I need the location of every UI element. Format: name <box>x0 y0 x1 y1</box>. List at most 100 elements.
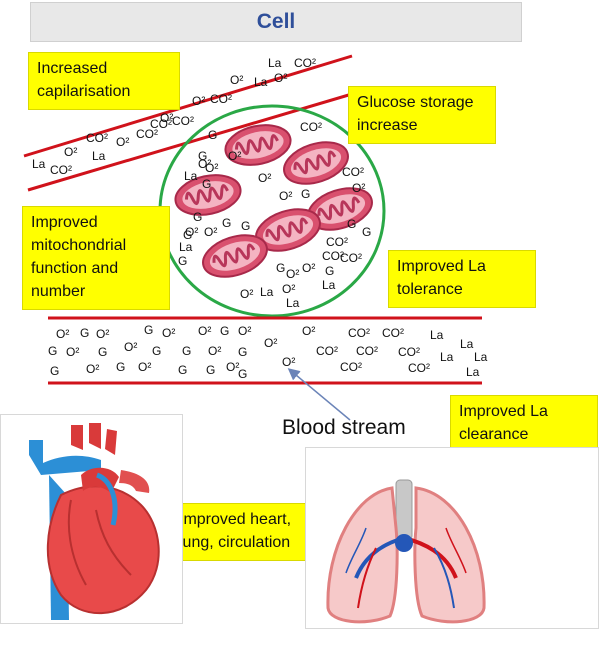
molecule-lactate: La <box>260 285 274 299</box>
molecule-glucose: G <box>206 363 216 377</box>
molecule-oxygen: O² <box>282 282 296 296</box>
molecule-co2: CO² <box>210 92 232 106</box>
molecule-oxygen: O² <box>274 71 288 85</box>
molecule-oxygen: O² <box>192 94 206 108</box>
molecule-oxygen: O² <box>64 145 78 159</box>
blood-stream-arrow <box>287 368 351 421</box>
cell-title: Cell <box>30 2 522 42</box>
molecule-lactate: La <box>430 328 444 342</box>
label-glucose-storage: Glucose storage increase <box>348 86 496 144</box>
molecule-glucose: G <box>238 345 248 359</box>
label-capillarisation: Increased capilarisation <box>28 52 180 110</box>
molecule-oxygen: O² <box>198 157 212 171</box>
molecule-co2: CO² <box>300 120 322 134</box>
label-la-tolerance: Improved La tolerance <box>388 250 536 308</box>
molecule-oxygen: O² <box>162 326 176 340</box>
molecule-glucose: G <box>301 187 311 201</box>
molecule-glucose: G <box>178 363 188 377</box>
molecule-glucose: G <box>238 367 248 381</box>
molecule-lactate: La <box>92 149 106 163</box>
molecule-oxygen: O² <box>86 362 100 376</box>
molecule-oxygen: O² <box>279 189 293 203</box>
molecule-glucose: G <box>48 344 58 358</box>
molecule-co2: CO² <box>356 344 378 358</box>
molecule-co2: CO² <box>408 361 430 375</box>
molecule-lactate: La <box>268 56 282 70</box>
molecule-glucose: G <box>198 149 208 163</box>
label-mitochondria: Improved mitochondrial function and numb… <box>22 206 170 310</box>
molecule-co2: CO² <box>326 235 348 249</box>
molecule-oxygen: O² <box>96 327 110 341</box>
molecule-oxygen: O² <box>228 149 242 163</box>
molecule-glucose: G <box>152 344 162 358</box>
molecule-glucose: G <box>222 216 232 230</box>
molecule-glucose: G <box>325 264 335 278</box>
molecule-oxygen: O² <box>264 336 278 350</box>
molecule-co2: CO² <box>340 360 362 374</box>
molecule-oxygen: O² <box>282 355 296 369</box>
molecule-co2: CO² <box>294 56 316 70</box>
capillary-line-top <box>23 54 353 158</box>
molecule-oxygen: O² <box>56 327 70 341</box>
molecule-oxygen: O² <box>302 324 316 338</box>
molecule-oxygen: O² <box>230 73 244 87</box>
lungs-panel <box>305 447 599 629</box>
molecule-glucose: G <box>182 344 192 358</box>
molecule-oxygen: O² <box>226 360 240 374</box>
molecule-oxygen: O² <box>138 360 152 374</box>
lungs-icon <box>326 479 486 624</box>
molecule-oxygen: O² <box>238 324 252 338</box>
molecule-co2: CO² <box>150 117 172 131</box>
molecule-oxygen: O² <box>185 225 199 239</box>
molecule-lactate: La <box>286 296 300 310</box>
molecule-lactate: La <box>466 365 480 379</box>
molecule-oxygen: O² <box>66 345 80 359</box>
molecule-co2: CO² <box>398 345 420 359</box>
molecule-glucose: G <box>220 324 230 338</box>
molecule-glucose: G <box>241 219 251 233</box>
molecule-co2: CO² <box>316 344 338 358</box>
heart-panel <box>0 414 183 624</box>
molecule-lactate: La <box>184 169 198 183</box>
molecule-lactate: La <box>474 350 488 364</box>
molecule-oxygen: O² <box>302 261 316 275</box>
molecule-glucose: G <box>362 225 372 239</box>
molecule-co2: CO² <box>136 127 158 141</box>
label-heart-lung-circulation: Improved heart, lung, circulation <box>170 503 310 561</box>
molecule-glucose: G <box>208 128 218 142</box>
molecule-glucose: G <box>50 364 60 378</box>
molecule-lactate: La <box>322 278 336 292</box>
molecule-oxygen: O² <box>204 225 218 239</box>
molecule-glucose: G <box>347 217 357 231</box>
molecule-co2: CO² <box>86 131 108 145</box>
molecule-lactate: La <box>460 337 474 351</box>
molecule-glucose: G <box>202 177 212 191</box>
blood-stream-label: Blood stream <box>282 416 406 439</box>
molecule-glucose: G <box>98 345 108 359</box>
molecule-co2: CO² <box>50 163 72 177</box>
molecule-oxygen: O² <box>198 324 212 338</box>
label-la-clearance: Improved La clearance <box>450 395 598 453</box>
molecule-oxygen: O² <box>205 161 219 175</box>
molecule-oxygen: O² <box>208 344 222 358</box>
molecule-lactate: La <box>254 75 268 89</box>
molecule-oxygen: O² <box>352 181 366 195</box>
molecule-co2: CO² <box>382 326 404 340</box>
molecule-oxygen: O² <box>258 171 272 185</box>
molecule-lactate: La <box>440 350 454 364</box>
molecule-co2: CO² <box>172 114 194 128</box>
molecule-co2: CO² <box>348 326 370 340</box>
molecule-glucose: G <box>183 228 193 242</box>
molecule-oxygen: O² <box>286 267 300 281</box>
molecule-glucose: G <box>80 326 90 340</box>
molecule-lactate: La <box>32 157 46 171</box>
heart-icon <box>29 423 160 620</box>
molecule-co2: CO² <box>322 249 344 263</box>
molecule-oxygen: O² <box>124 340 138 354</box>
molecule-glucose: G <box>276 261 286 275</box>
molecule-glucose: G <box>144 323 154 337</box>
molecule-oxygen: O² <box>240 287 254 301</box>
molecule-lactate: La <box>179 240 193 254</box>
molecule-co2: CO² <box>342 165 364 179</box>
